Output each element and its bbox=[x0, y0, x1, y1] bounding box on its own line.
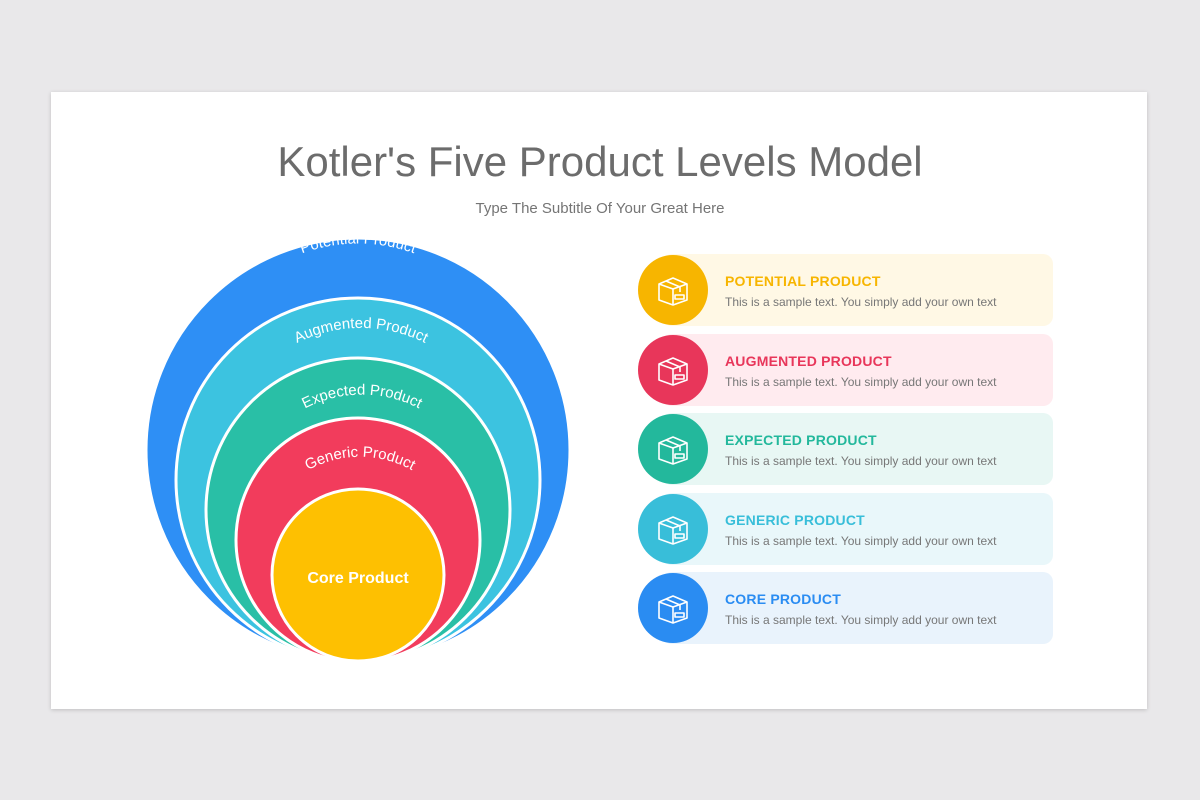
item-text: This is a sample text. You simply add yo… bbox=[725, 295, 997, 309]
ring-label-core: Core Product bbox=[307, 570, 409, 587]
item-text: This is a sample text. You simply add yo… bbox=[725, 454, 997, 468]
list-item-augmented: AUGMENTED PRODUCT This is a sample text.… bbox=[638, 334, 1053, 406]
item-heading: AUGMENTED PRODUCT bbox=[725, 353, 892, 369]
list-item-core: CORE PRODUCT This is a sample text. You … bbox=[638, 572, 1053, 644]
page-subtitle: Type The Subtitle Of Your Great Here bbox=[475, 200, 725, 217]
item-badge bbox=[638, 414, 708, 484]
item-heading: GENERIC PRODUCT bbox=[725, 512, 865, 528]
item-bar bbox=[662, 413, 1053, 485]
item-bar bbox=[662, 254, 1053, 326]
box-icon bbox=[658, 595, 688, 624]
item-bar bbox=[662, 572, 1053, 644]
box-icon bbox=[658, 516, 688, 545]
item-heading: EXPECTED PRODUCT bbox=[725, 432, 877, 448]
item-bar bbox=[662, 334, 1053, 406]
page-title: Kotler's Five Product Levels Model bbox=[277, 138, 923, 185]
list-item-potential: POTENTIAL PRODUCT This is a sample text.… bbox=[638, 254, 1053, 326]
ring-core bbox=[270, 487, 446, 663]
list-item-generic: GENERIC PRODUCT This is a sample text. Y… bbox=[638, 493, 1053, 565]
item-badge bbox=[638, 573, 708, 643]
item-text: This is a sample text. You simply add yo… bbox=[725, 613, 997, 627]
item-heading: POTENTIAL PRODUCT bbox=[725, 273, 881, 289]
item-text: This is a sample text. You simply add yo… bbox=[725, 375, 997, 389]
item-badge bbox=[638, 335, 708, 405]
item-badge bbox=[638, 255, 708, 325]
box-icon bbox=[658, 436, 688, 465]
list-item-expected: EXPECTED PRODUCT This is a sample text. … bbox=[638, 413, 1053, 485]
box-icon bbox=[658, 277, 688, 306]
item-heading: CORE PRODUCT bbox=[725, 591, 841, 607]
item-badge bbox=[638, 494, 708, 564]
item-text: This is a sample text. You simply add yo… bbox=[725, 534, 997, 548]
box-icon bbox=[658, 357, 688, 386]
item-bar bbox=[662, 493, 1053, 565]
